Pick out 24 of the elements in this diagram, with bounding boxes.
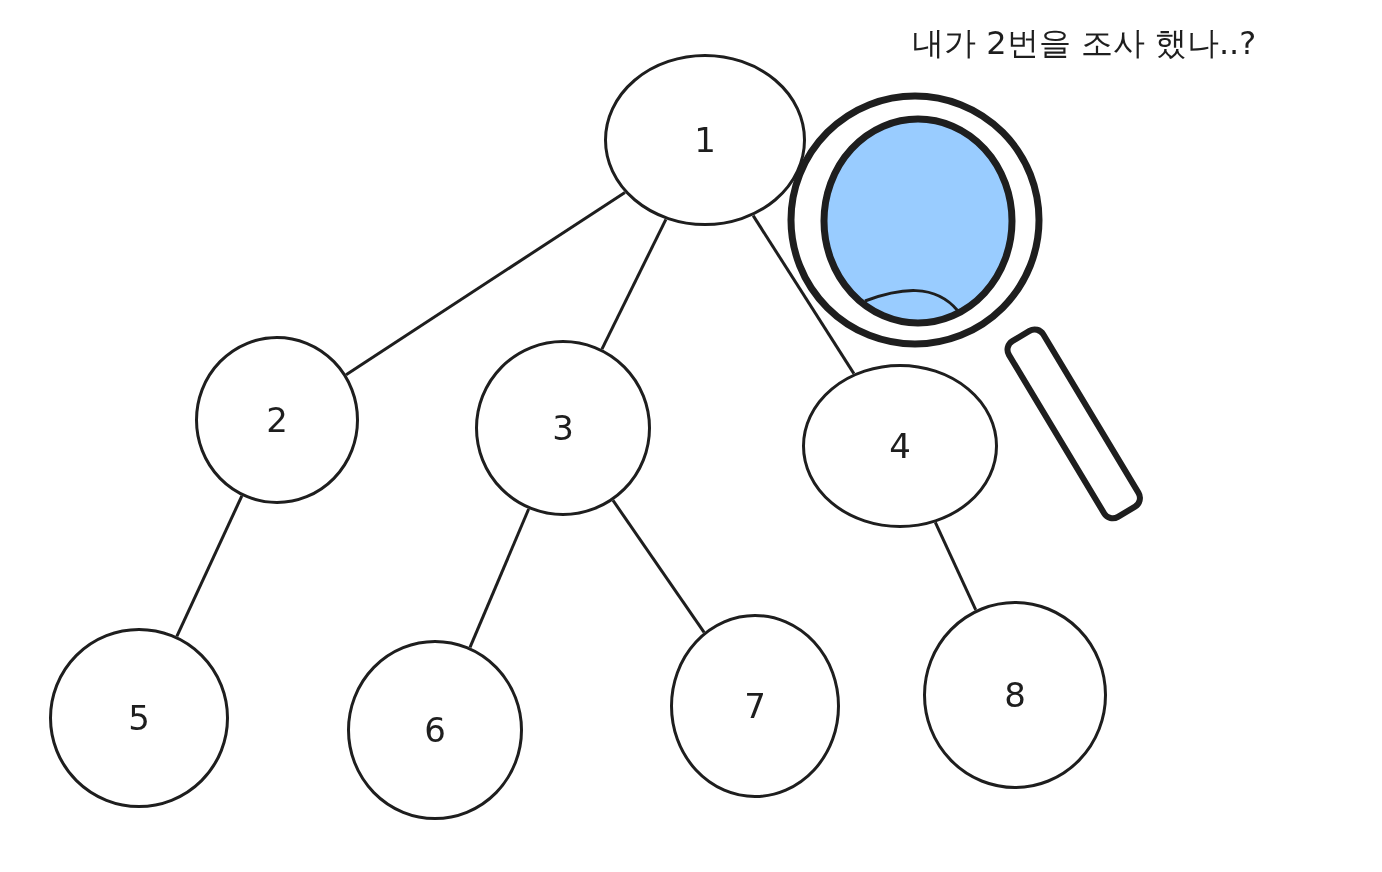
edge-line [175, 495, 244, 637]
node-circle [604, 54, 806, 226]
node-circle [475, 340, 651, 516]
edge-line [468, 508, 531, 648]
node-number: 3 [552, 408, 574, 448]
node-circle [347, 640, 523, 820]
node-number: 4 [889, 426, 911, 466]
node-number: 6 [424, 710, 446, 750]
edge-line [600, 218, 668, 350]
node-number: 5 [128, 698, 150, 738]
node-number: 1 [694, 120, 716, 160]
node-circle [923, 601, 1107, 789]
edge-line [751, 214, 856, 375]
node-number: 7 [744, 686, 766, 726]
edge-line [345, 191, 626, 377]
node-circle [670, 614, 840, 798]
node-circle [802, 364, 998, 528]
node-circle [195, 336, 359, 504]
note-text: 내가 2번을 조사 했나..? [912, 23, 1257, 64]
node-number: 8 [1004, 675, 1026, 715]
node-circle [49, 628, 229, 808]
edge-line [611, 499, 706, 634]
edge-line [933, 521, 978, 611]
node-number: 2 [266, 400, 288, 440]
